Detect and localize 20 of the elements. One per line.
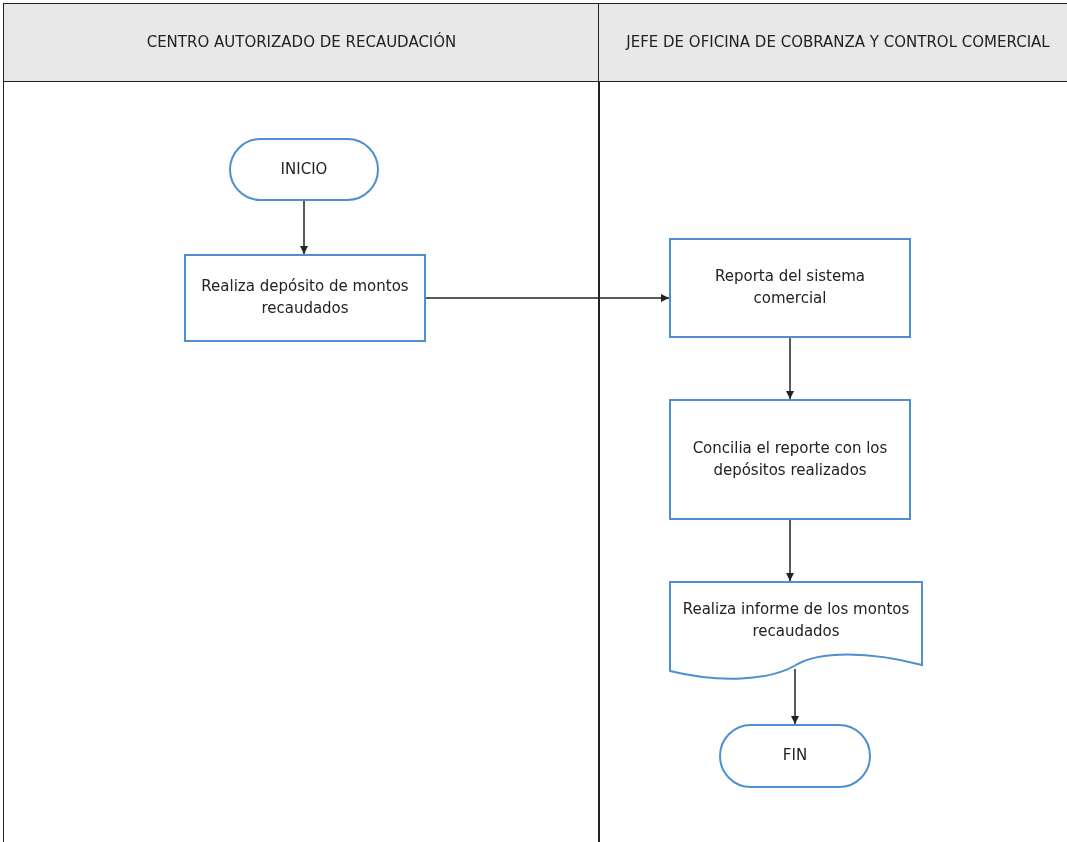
document-shape [669,581,923,681]
lane-title: JEFE DE OFICINA DE COBRANZA Y CONTROL COMERCIAL [624,31,1051,53]
arrow [791,668,799,725]
process-box [669,399,911,520]
step-text: Realiza informe de los montos recaudados [681,599,911,642]
arrow [425,294,670,302]
swimlane [3,3,600,842]
arrow [786,337,794,400]
swimlane [598,3,1067,842]
step-text: Realiza depósito de montos recaudados [200,276,410,319]
step-text: INICIO [280,158,328,180]
step-text: FIN [782,745,808,767]
step-text: Concilia el reporte con los depósitos realizados [691,437,889,481]
step-text: Reporta del sistema comercial [713,266,867,309]
process-box [669,238,911,338]
terminator-shape [719,724,871,788]
lane-title: CENTRO AUTORIZADO DE RECAUDACIÓN [145,31,458,53]
arrow [300,200,308,255]
arrow [786,519,794,582]
process-box [184,254,426,342]
